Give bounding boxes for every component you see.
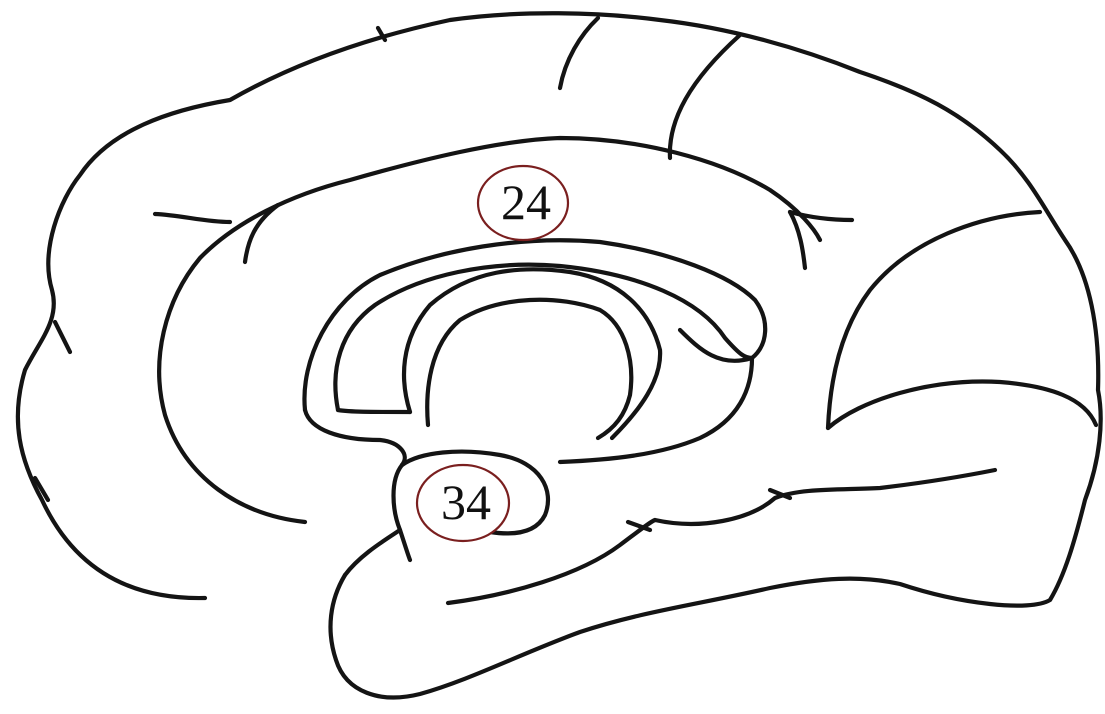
cingulate-sulcus-branch-right-2 [790,212,805,268]
area-24-text: 24 [501,174,551,230]
parieto-occipital-sulcus [828,212,1040,428]
fornix-arc [427,300,631,438]
outer-tick-1 [55,322,70,352]
cingulate-sulcus-branch-right [790,212,852,220]
genu-connection [338,410,410,412]
area-24-label: 24 [478,166,568,240]
paracentral-sulcus [560,18,598,88]
area-34-label: 34 [417,465,509,541]
parahippocampal-contour [655,470,995,524]
area-34-text: 34 [441,474,491,530]
marginal-sulcus [670,35,740,158]
cingulate-lower-contour [305,410,405,465]
outer-cortex-outline [18,13,1101,697]
subcallosal-left-edge [394,465,411,560]
cingulate-sulcus-branch-left [155,214,230,222]
calcarine-sulcus [828,382,1096,428]
medial-temporal-contour [345,530,400,575]
